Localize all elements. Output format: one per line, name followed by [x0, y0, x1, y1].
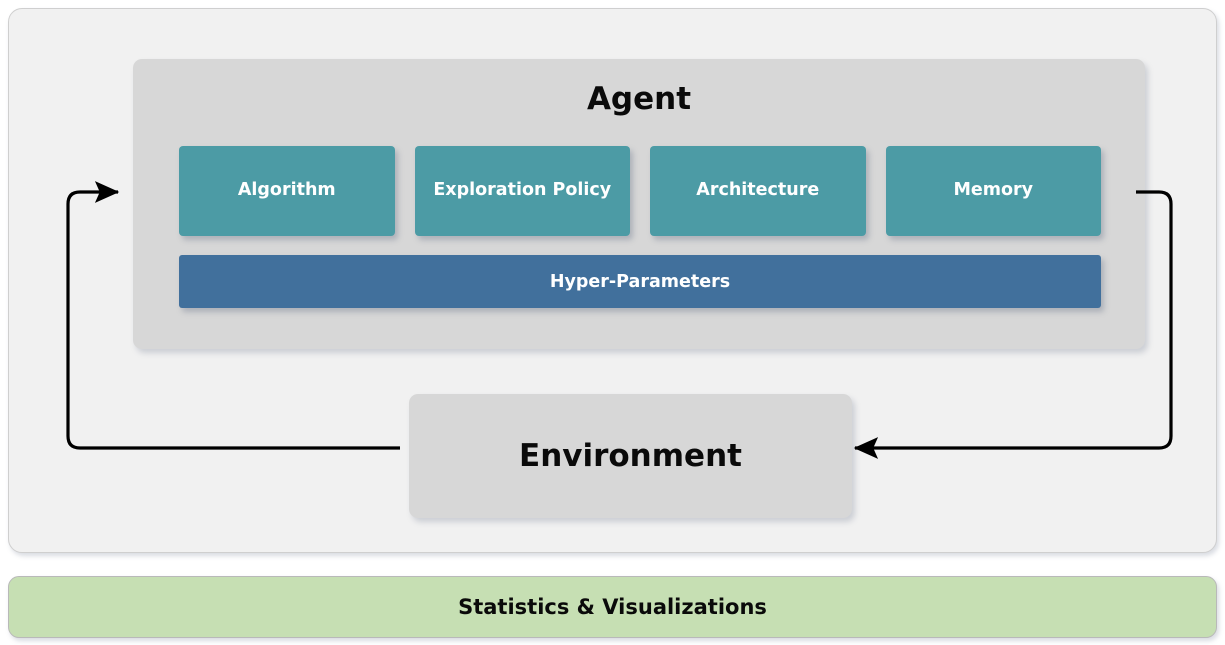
agent-panel[interactable]: Agent Algorithm Exploration Policy Archi… — [133, 59, 1145, 349]
agent-component-architecture[interactable]: Architecture — [650, 146, 866, 236]
agent-component-algorithm[interactable]: Algorithm — [179, 146, 395, 236]
environment-panel[interactable]: Environment — [409, 394, 852, 518]
agent-component-memory[interactable]: Memory — [885, 146, 1101, 236]
statistics-visualizations-label: Statistics & Visualizations — [458, 595, 767, 619]
agent-component-exploration-policy[interactable]: Exploration Policy — [414, 146, 630, 236]
outer-framework-panel: Agent Algorithm Exploration Policy Archi… — [8, 8, 1217, 553]
hyper-parameters-bar[interactable]: Hyper-Parameters — [179, 255, 1101, 308]
environment-label: Environment — [519, 438, 742, 474]
agent-component-label: Exploration Policy — [433, 180, 612, 201]
agent-component-label: Algorithm — [237, 180, 336, 201]
agent-component-row: Algorithm Exploration Policy Architectur… — [179, 146, 1101, 236]
agent-title: Agent — [586, 81, 692, 117]
agent-component-label: Architecture — [696, 180, 820, 201]
agent-component-label: Memory — [953, 180, 1034, 201]
statistics-visualizations-bar[interactable]: Statistics & Visualizations — [8, 576, 1217, 638]
hyper-parameters-label: Hyper-Parameters — [549, 271, 731, 292]
